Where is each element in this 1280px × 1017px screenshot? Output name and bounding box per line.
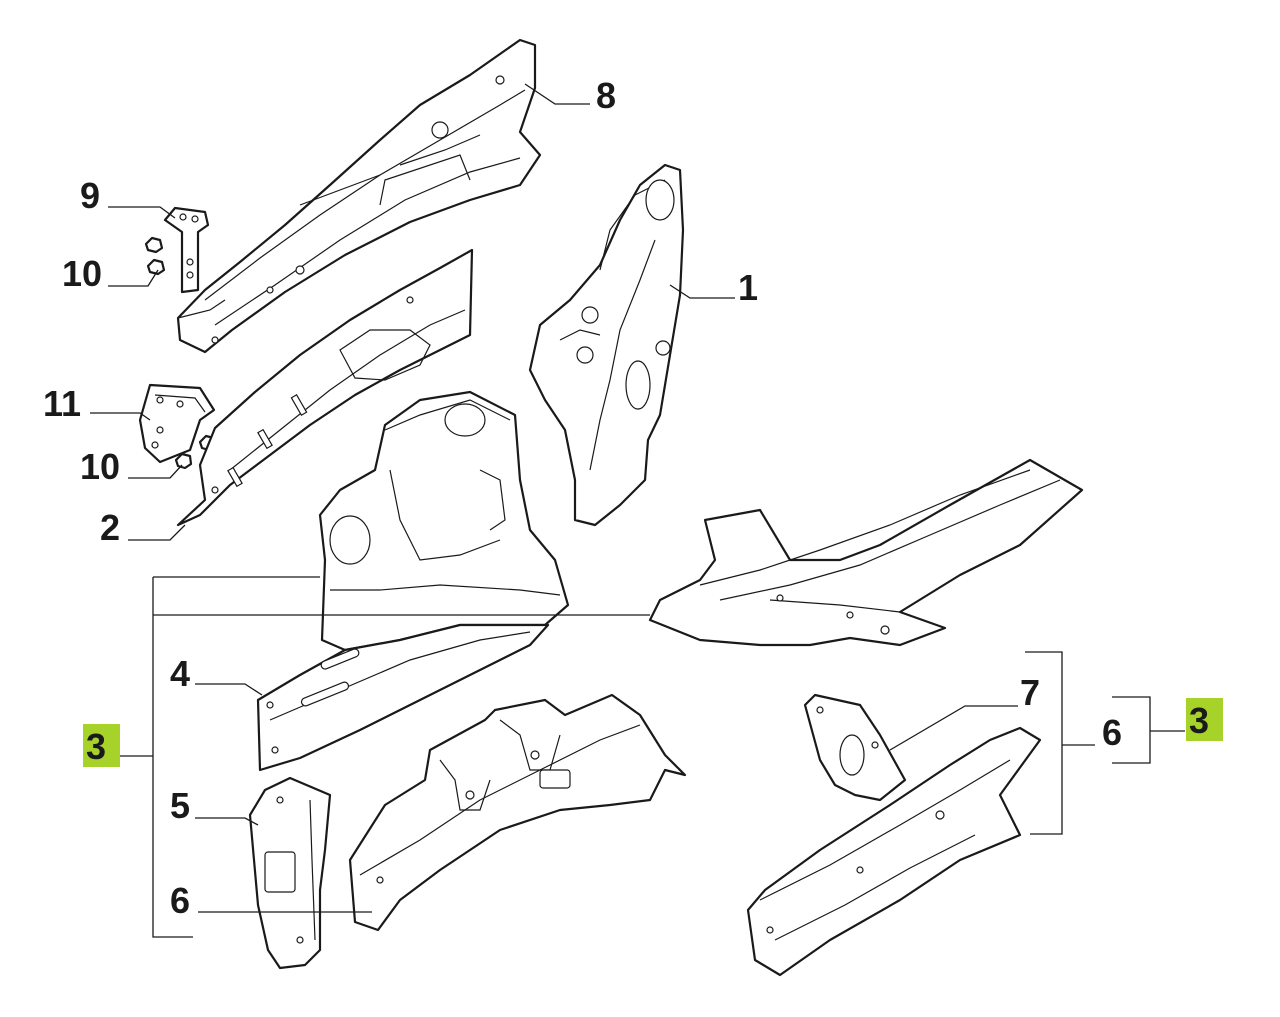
callout-9: 9 xyxy=(80,175,100,216)
bracket-right-3 xyxy=(1112,696,1151,764)
callout-7: 7 xyxy=(1020,672,1040,713)
leader-lines xyxy=(90,83,1185,938)
callout-10-bottom: 10 xyxy=(80,446,120,487)
floor-rail-assembly xyxy=(648,458,1084,647)
part-8-upper-rail xyxy=(176,38,542,354)
highlight-box-right xyxy=(1186,698,1223,741)
callout-3-right: 3 xyxy=(1189,700,1209,741)
highlight-box-left xyxy=(83,724,120,767)
part-7-bracket xyxy=(803,693,907,802)
callout-8: 8 xyxy=(596,75,616,116)
callout-1: 1 xyxy=(738,267,758,308)
part-11-bracket xyxy=(138,383,216,464)
part-5-pillar-panel xyxy=(248,776,332,970)
part-2-wheelhouse-panel xyxy=(176,248,474,527)
bracket-left xyxy=(152,577,193,938)
callout-3-left: 3 xyxy=(86,726,106,767)
bracket-right-6 xyxy=(1025,651,1063,835)
part-6-front-longitudinal xyxy=(348,693,687,932)
part-10-bolts-top xyxy=(144,236,166,276)
part-1-rear-panel xyxy=(528,163,685,527)
callout-2: 2 xyxy=(100,507,120,548)
callout-5: 5 xyxy=(170,785,190,826)
callout-10-top: 10 xyxy=(62,253,102,294)
callout-6-right: 6 xyxy=(1102,712,1122,753)
part-6-right-longitudinal xyxy=(746,726,1042,977)
part-4-inner-rail xyxy=(256,623,550,772)
callout-11: 11 xyxy=(43,383,81,424)
central-shock-tower xyxy=(318,390,570,652)
callout-6-bottom: 6 xyxy=(170,880,190,921)
callout-4: 4 xyxy=(170,653,190,694)
part-9-bracket xyxy=(163,206,210,294)
